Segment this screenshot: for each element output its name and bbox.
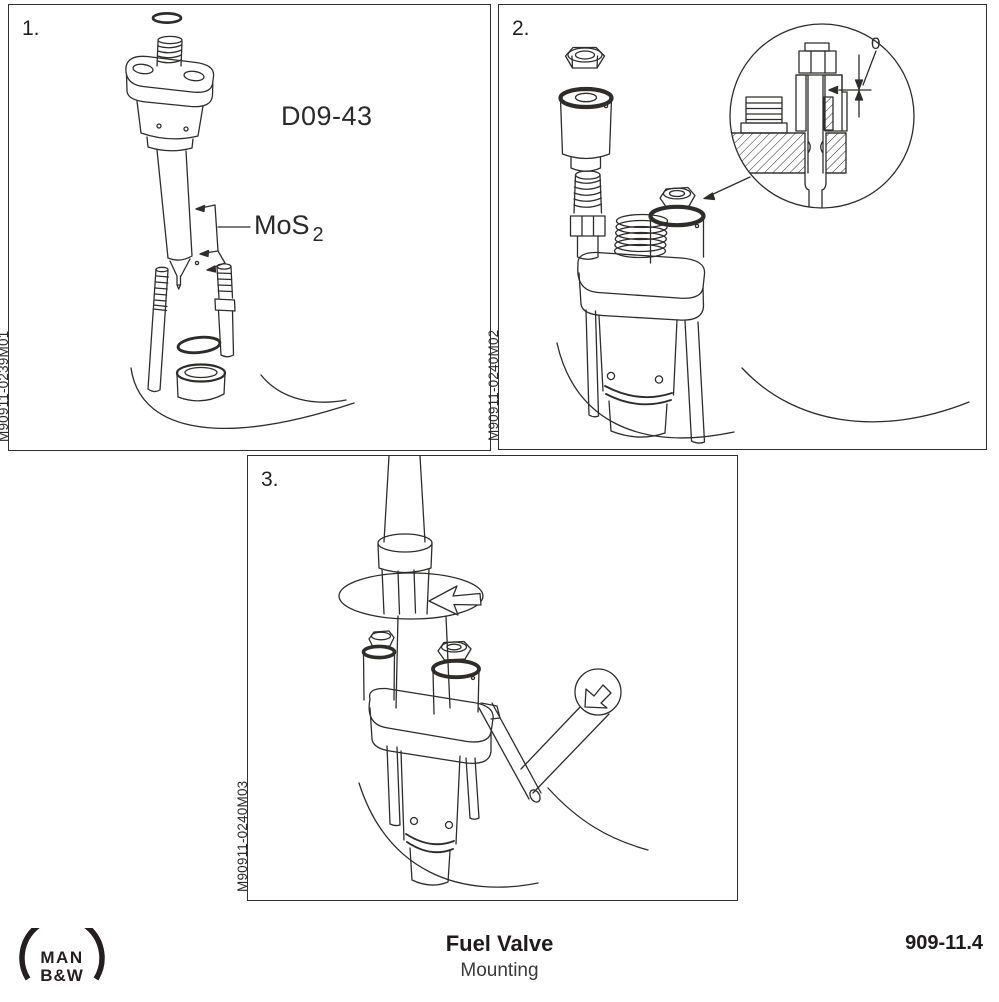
zero-clearance-dimension (838, 50, 877, 118)
hex-nut-mounted (659, 186, 696, 209)
cylinder-cover-surface (556, 342, 970, 439)
tool-reference-label: D09-43 (281, 101, 373, 131)
valve-body-assembly (585, 309, 706, 444)
stud-left (147, 266, 170, 393)
step-number: 1. (22, 17, 40, 40)
figure-code: M90911-0239M01 (0, 330, 11, 442)
valve-nozzle (156, 149, 200, 290)
strike-arrow-icon (584, 684, 612, 709)
document-number: 909-11.4 (905, 932, 983, 954)
detail-circle (729, 23, 915, 209)
logo-text-man: MAN (40, 948, 83, 967)
mos2-subscript: 2 (312, 224, 324, 246)
spacer-sleeve-loose (558, 86, 614, 172)
spacer-nut-right (431, 640, 481, 715)
valve-flange (368, 687, 501, 765)
valve-body (386, 745, 480, 886)
valve-body (136, 100, 204, 152)
figure-panel-3: 3. M90911-0240M03 (235, 455, 738, 901)
figure-code: M90911-0240M03 (235, 780, 250, 892)
mos2-leader-lines (195, 204, 251, 273)
fuel-valve-exploded-illustration (125, 12, 355, 429)
o-ring-lower (176, 335, 222, 355)
zero-clearance-label: 0 (871, 34, 880, 53)
logo-text-bw: B&W (40, 966, 84, 985)
stud-loose (569, 170, 606, 260)
stud-right (214, 263, 236, 358)
valve-flange-assembly (577, 251, 706, 321)
strike-direction-callout (520, 668, 622, 794)
page-footer: MAN B&W Fuel Valve Mounting 909-11.4 (0, 905, 999, 1002)
hex-nut-loose (564, 46, 606, 69)
spacer-nut-left (361, 630, 397, 701)
stud-threads-exposed (613, 213, 669, 259)
extension-rod (383, 456, 426, 543)
figure-code: M90911-0240M02 (486, 329, 501, 441)
man-bw-logo: MAN B&W (19, 928, 105, 985)
rotation-arrow (338, 572, 484, 620)
step-number: 2. (512, 17, 530, 40)
cylinder-cover-surface (358, 782, 649, 888)
page-title: Fuel Valve (445, 931, 554, 956)
guide-sleeve (175, 363, 227, 402)
step-number: 3. (261, 468, 279, 491)
logo-arc (19, 928, 105, 981)
mos2-text: MoS (254, 210, 310, 240)
detail-leader-arrow (703, 176, 751, 201)
o-ring-top (151, 12, 183, 24)
nut-spacer-mounting-illustration: 0 (556, 23, 970, 444)
figure-panel-2: 0 2. M90911-0240M02 (486, 4, 987, 450)
detail-circle-contents (730, 42, 848, 208)
cylinder-cover-surface (130, 367, 355, 429)
page-subtitle: Mounting (460, 960, 539, 981)
valve-top-stem (156, 35, 183, 67)
tommy-bar (478, 702, 542, 803)
spacer-sleeve-mounted (648, 204, 706, 264)
valve-flange (125, 55, 215, 108)
tightening-illustration (338, 456, 649, 888)
